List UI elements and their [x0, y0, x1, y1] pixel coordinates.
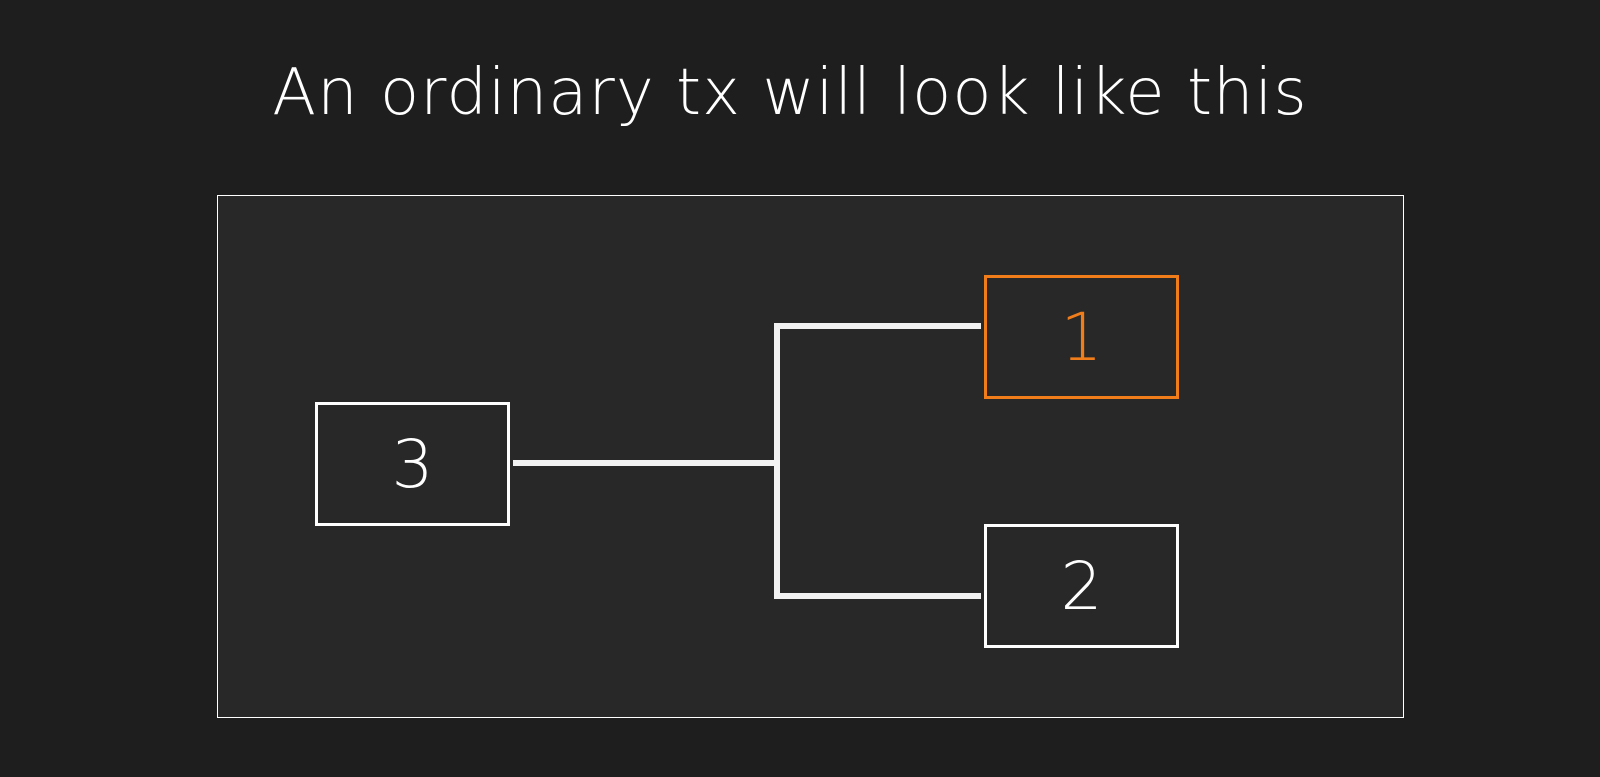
slide-title: An ordinary tx will look like this [272, 56, 1308, 130]
fork-to-output-1-line [774, 323, 981, 599]
output-node-2-label: 2 [1060, 547, 1103, 625]
output-node-2-box: 2 [984, 524, 1179, 648]
output-node-1-label: 1 [1060, 298, 1103, 376]
input-node-box: 3 [315, 402, 510, 526]
diagram-panel: 3 1 2 [217, 195, 1404, 718]
connector-lines [513, 323, 981, 599]
output-node-1-box: 1 [984, 275, 1179, 399]
input-node-label: 3 [391, 425, 434, 503]
